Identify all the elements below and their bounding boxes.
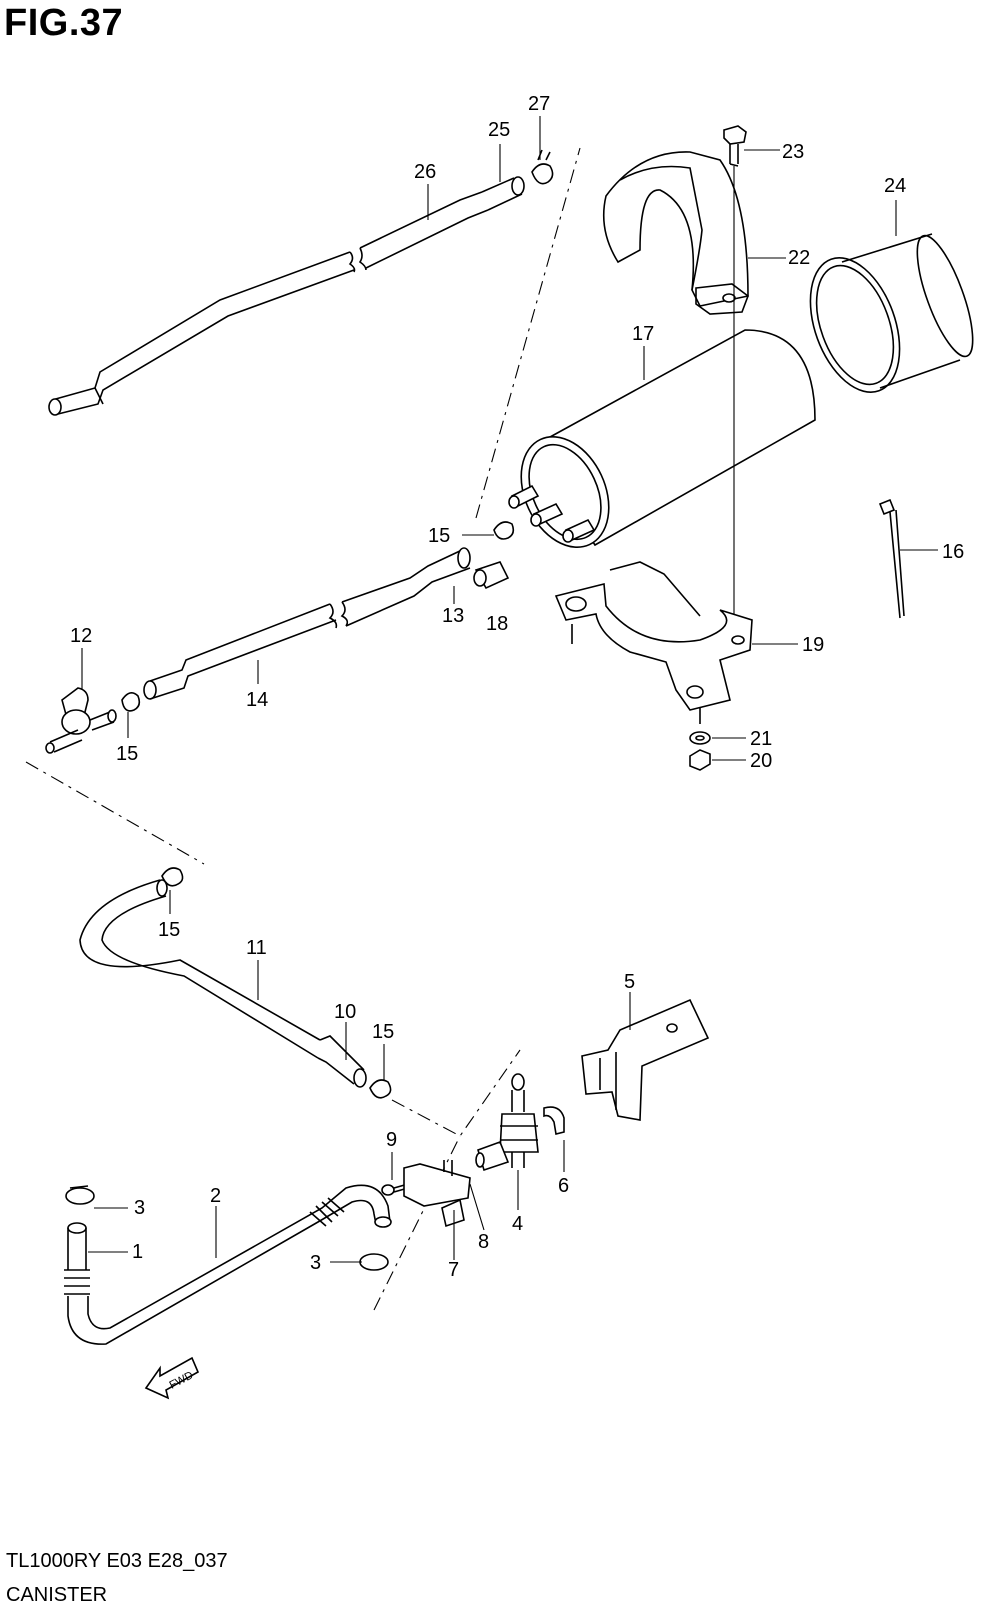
callout-8: 8 (478, 1231, 489, 1253)
callout-15-low: 15 (372, 1021, 394, 1043)
band-24-part (809, 233, 974, 393)
callout-2: 2 (210, 1185, 221, 1207)
bracket-8-part (403, 1160, 471, 1207)
callout-21: 21 (750, 728, 772, 750)
callout-23: 23 (782, 141, 804, 163)
callout-12: 12 (70, 625, 92, 647)
nut-20-part (689, 749, 711, 771)
callout-labels: 27 25 26 23 24 22 17 16 15 13 18 12 14 1… (70, 93, 964, 1281)
clamp-15-part (161, 867, 184, 887)
callout-3-low: 3 (310, 1252, 321, 1274)
hose-2-part (67, 1184, 392, 1345)
callout-10: 10 (334, 1001, 356, 1023)
clamp-15-part (369, 1079, 392, 1099)
hose-14-part (143, 603, 338, 700)
callout-19: 19 (802, 634, 824, 656)
clamp-27-part (531, 149, 554, 185)
washer-21-part (689, 731, 711, 745)
clamp-15-part (121, 692, 141, 712)
bracket-22-part (602, 151, 749, 315)
callout-26: 26 (414, 161, 436, 183)
callout-24: 24 (884, 175, 906, 197)
valve-4-part (475, 1073, 539, 1172)
canister-port (508, 484, 596, 543)
callout-13: 13 (442, 605, 464, 627)
callout-20: 20 (750, 750, 772, 772)
clamp-15-part (493, 521, 515, 540)
callout-18: 18 (486, 613, 508, 635)
callout-1: 1 (132, 1241, 143, 1263)
callout-22: 22 (788, 247, 810, 269)
fitting-12-part (45, 687, 117, 754)
callout-6: 6 (558, 1175, 569, 1197)
callout-11: 11 (246, 937, 267, 959)
bracket-5-part (581, 998, 710, 1121)
leader-lines (81, 116, 938, 1263)
callout-17: 17 (632, 323, 654, 345)
hose-11-part (79, 879, 321, 1059)
callout-9: 9 (386, 1129, 397, 1151)
cap-18-part (473, 561, 510, 590)
callout-16: 16 (942, 541, 964, 563)
callout-15-top: 15 (428, 525, 450, 547)
bracket-19-part (554, 561, 753, 724)
clip-7-part (441, 1198, 465, 1228)
fwd-arrow-icon: FWD (144, 1356, 200, 1400)
hose-25-part (481, 176, 525, 211)
bolt-23-part (723, 125, 747, 167)
hose-10-part (317, 1035, 367, 1088)
clip-6-part (543, 1106, 565, 1135)
callout-14: 14 (246, 689, 268, 711)
figure-title: FIG.37 (4, 2, 124, 44)
callout-27: 27 (528, 93, 550, 115)
callout-4: 4 (512, 1213, 523, 1235)
figure-name: CANISTER (6, 1584, 108, 1606)
callout-3-top: 3 (134, 1197, 145, 1219)
hose-1-part (64, 1222, 90, 1295)
hose-13-part (340, 547, 471, 627)
callout-15-mid: 15 (158, 919, 180, 941)
clamp-3-part (65, 1185, 95, 1205)
clamp-3-part (359, 1253, 389, 1271)
callout-15-left: 15 (116, 743, 138, 765)
tie-16-part (878, 498, 905, 619)
callout-7: 7 (448, 1259, 459, 1281)
canister-17-part (508, 329, 816, 549)
model-code: TL1000RY E03 E28_037 (6, 1550, 228, 1572)
callout-25: 25 (488, 119, 510, 141)
hose-26-part (48, 191, 489, 416)
callout-5: 5 (624, 971, 635, 993)
